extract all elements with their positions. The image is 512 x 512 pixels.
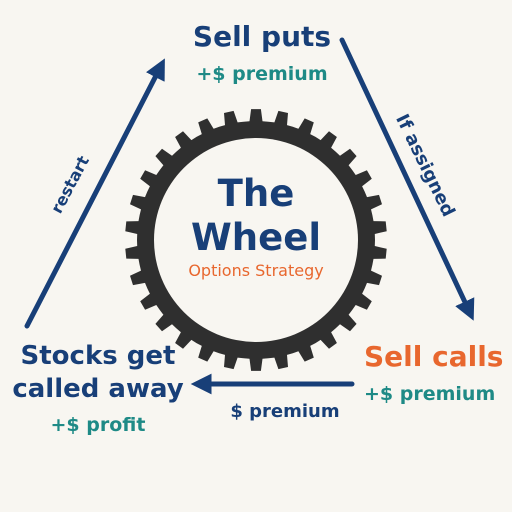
node-called-away-line1: Stocks get bbox=[20, 341, 176, 371]
center-title-line2: Wheel bbox=[190, 216, 322, 259]
node-sell-puts-sub: +$ premium bbox=[196, 63, 328, 85]
node-sell-calls-sub: +$ premium bbox=[364, 383, 496, 405]
gear-icon bbox=[125, 109, 387, 371]
edge-label-premium: $ premium bbox=[230, 401, 340, 422]
node-sell-calls-title: Sell calls bbox=[364, 340, 504, 373]
center-title: The Wheel bbox=[156, 172, 356, 260]
node-called-away-sub: +$ profit bbox=[50, 414, 146, 436]
arrow-called-away-to-sell-puts bbox=[24, 58, 165, 329]
center-subtitle: Options Strategy bbox=[188, 261, 324, 280]
node-sell-puts-title: Sell puts bbox=[192, 20, 332, 53]
arrow-sell-puts-to-sell-calls bbox=[339, 37, 475, 321]
center-title-line1: The bbox=[217, 172, 295, 215]
node-called-away-title: Stocks get called away bbox=[8, 340, 188, 406]
node-called-away-line2: called away bbox=[12, 374, 184, 404]
